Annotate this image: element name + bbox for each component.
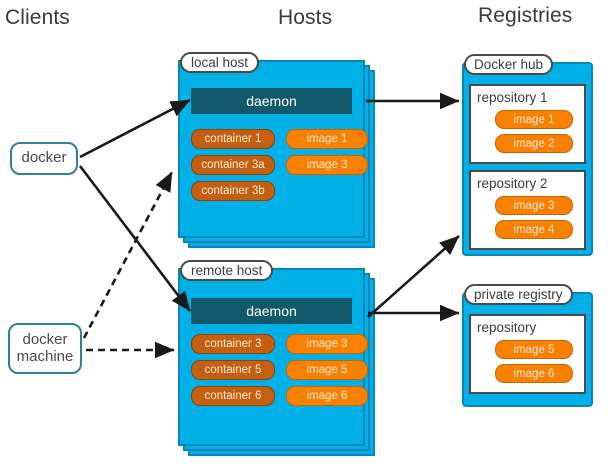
container-label: container 3b [201,185,265,197]
local-host-tab-label: local host [191,55,249,70]
remote-daemon-to-repository-2 [367,235,460,318]
docker-hub-tab-label: Docker hub [474,57,544,72]
container-item[interactable]: container 1 [191,129,275,149]
remote-host-box[interactable] [178,268,365,446]
container-item[interactable]: container 5 [191,360,275,380]
docker-to-remote-daemon [78,165,192,312]
repository-image-label: image 2 [513,137,555,150]
remote-host-daemon[interactable]: daemon [191,298,352,324]
image-label: image 6 [306,390,348,402]
repository-label: repository [477,320,537,335]
local-host-tab: local host [180,52,260,73]
container-label: container 3 [204,338,262,350]
image-item[interactable]: image 5 [286,360,368,380]
image-item[interactable]: image 6 [286,386,368,406]
container-label: container 6 [204,390,262,402]
image-label: image 5 [306,364,348,376]
container-label: container 1 [204,133,262,145]
repository-box[interactable]: repository image 5 image 6 [469,314,586,394]
local-host-box[interactable] [178,60,365,238]
docker-machine-label-line2: machine [16,347,74,365]
repository-image-item[interactable]: image 3 [495,196,573,215]
repository-image-label: image 1 [513,113,555,126]
repository-image-item[interactable]: image 4 [495,220,573,239]
container-item[interactable]: container 3b [191,181,275,201]
container-item[interactable]: container 3a [191,155,275,175]
repository-image-item[interactable]: image 6 [495,364,573,383]
repository-image-item[interactable]: image 5 [495,340,573,359]
remote-host-tab: remote host [180,260,274,281]
repository-label: repository 2 [477,176,548,191]
remote-host-daemon-label: daemon [246,303,297,319]
docker-hub-tab: Docker hub [464,54,554,75]
local-host-daemon[interactable]: daemon [191,88,352,114]
local-host-daemon-label: daemon [246,93,297,109]
repository-image-item[interactable]: image 1 [495,110,573,129]
image-item[interactable]: image 3 [286,155,368,175]
image-label: image 3 [306,159,348,171]
repository-image-label: image 3 [513,199,555,212]
image-label: image 3 [306,338,348,350]
container-item[interactable]: container 3 [191,334,275,354]
repository-image-label: image 6 [513,367,555,380]
repository-label: repository 1 [477,90,548,105]
image-item[interactable]: image 3 [286,334,368,354]
repository-image-item[interactable]: image 2 [495,134,573,153]
docker-machine-to-local-host [82,171,174,339]
container-label: container 3a [201,159,265,171]
docker-client-label: docker [21,149,67,167]
repository-box[interactable]: repository 2 image 3 image 4 [469,170,586,250]
container-item[interactable]: container 6 [191,386,275,406]
heading-hosts: Hosts [278,6,333,29]
heading-clients: Clients [5,6,70,29]
image-label: image 1 [306,133,348,145]
docker-machine-label-line1: docker [22,330,68,348]
remote-host-tab-label: remote host [191,263,263,278]
private-registry-tab-label: private registry [474,287,563,302]
docker-to-local-daemon [79,98,191,159]
repository-image-label: image 5 [513,343,555,356]
repository-box[interactable]: repository 1 image 1 image 2 [469,84,586,164]
container-label: container 5 [204,364,262,376]
docker-client-box[interactable]: docker [10,142,78,175]
docker-machine-client-box[interactable]: docker machine [8,323,82,374]
heading-registries: Registries [478,4,573,27]
image-item[interactable]: image 1 [286,129,368,149]
repository-image-label: image 4 [513,223,555,236]
private-registry-tab: private registry [464,284,573,305]
